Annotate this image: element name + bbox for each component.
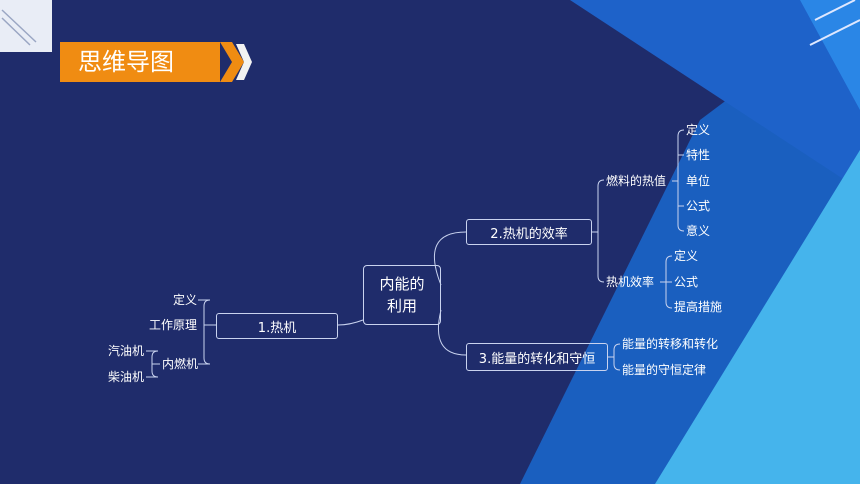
node-diesel-engine: 柴油机	[108, 370, 145, 384]
banner-chevron	[220, 42, 244, 82]
node-fuel-item: 单位	[686, 174, 711, 188]
bg-stripe-1	[814, 0, 856, 21]
bg-shape-corner	[740, 0, 860, 110]
top-left-corner	[0, 0, 52, 52]
branch-heat-engine: 1.热机	[216, 313, 338, 339]
node-definition: 定义	[173, 293, 198, 307]
center-node: 内能的 利用	[363, 265, 441, 325]
branch-energy-conservation: 3.能量的转化和守恒	[466, 343, 608, 371]
center-line-2: 利用	[386, 297, 417, 315]
node-conservation-law: 能量的守恒定律	[622, 363, 707, 377]
node-working-principle: 工作原理	[149, 318, 198, 332]
banner-chevron-white	[236, 44, 252, 80]
node-internal-combustion: 内燃机	[162, 357, 199, 371]
node-efficiency-item: 定义	[674, 249, 699, 263]
node-efficiency-item: 提高措施	[674, 300, 723, 314]
page-title: 思维导图	[60, 42, 220, 82]
node-fuel-heat-value: 燃料的热值	[606, 174, 667, 188]
node-energy-transfer: 能量的转移和转化	[622, 337, 719, 351]
node-fuel-item: 定义	[686, 123, 711, 137]
node-engine-efficiency: 热机效率	[606, 275, 655, 289]
bg-shape-top-blue	[570, 0, 860, 190]
bg-stripe-2	[809, 19, 860, 46]
node-fuel-item: 意义	[686, 224, 711, 238]
node-efficiency-item: 公式	[674, 275, 699, 289]
node-fuel-item: 特性	[686, 148, 711, 162]
node-gasoline-engine: 汽油机	[108, 344, 145, 358]
branch-engine-efficiency: 2.热机的效率	[466, 219, 592, 245]
bg-shape-light-blue	[655, 150, 860, 484]
node-fuel-item: 公式	[686, 199, 711, 213]
center-line-1: 内能的	[379, 275, 425, 293]
